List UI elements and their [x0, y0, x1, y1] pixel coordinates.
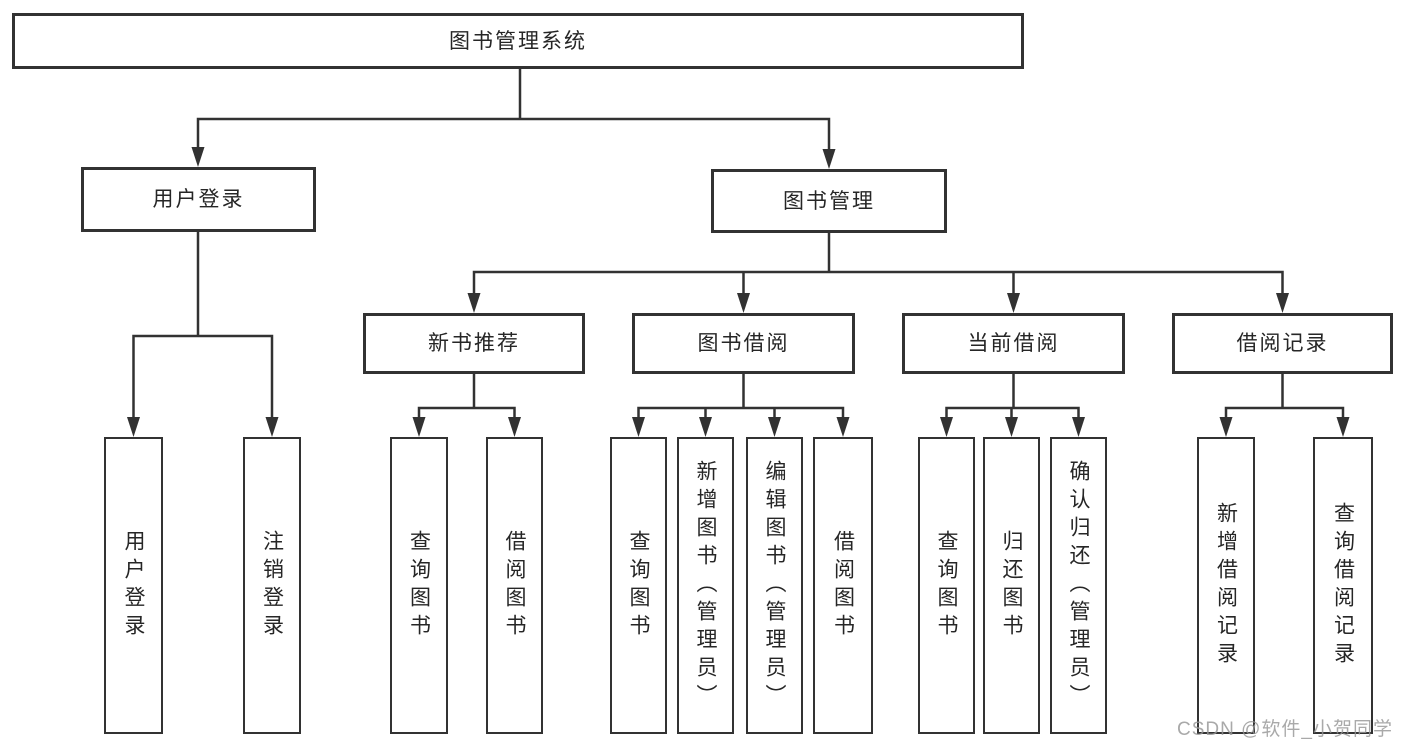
node-book-borrowing: 图书借阅: [632, 313, 855, 374]
leaf-return-books-label: 归还图书: [1000, 529, 1023, 642]
leaf-add-books-admin-label: 新增图书（管理员）: [694, 459, 717, 712]
node-new-book-recommendation-label: 新书推荐: [428, 332, 520, 355]
leaf-return-books: 归还图书: [983, 437, 1040, 734]
leaf-user-login: 用户登录: [104, 437, 163, 734]
leaf-query-books-recommend-label: 查询图书: [407, 529, 431, 642]
node-book-management-label: 图书管理: [783, 189, 875, 213]
leaf-query-borrow-record-label: 查询借阅记录: [1331, 501, 1355, 670]
leaf-borrow-books-recommend: 借阅图书: [486, 437, 543, 734]
connector-new-book-to-leaves: [417, 372, 516, 423]
leaf-query-borrow-record: 查询借阅记录: [1313, 437, 1373, 734]
csdn-watermark: CSDN @软件_小贺同学: [1177, 719, 1393, 740]
node-borrowing-records-label: 借阅记录: [1236, 332, 1329, 355]
connector-root-to-level2: [196, 67, 831, 154]
leaf-query-books-current-label: 查询图书: [935, 529, 958, 642]
node-current-borrowing: 当前借阅: [902, 313, 1125, 374]
node-root-label: 图书管理系统: [449, 29, 587, 53]
connector-book-mgmt-to-level3: [472, 231, 1284, 299]
leaf-logout: 注销登录: [243, 437, 301, 734]
connector-borrow-record-to-leaves: [1224, 372, 1345, 423]
leaf-logout-label: 注销登录: [260, 529, 284, 642]
leaf-query-books-borrowing: 查询图书: [610, 437, 667, 734]
leaf-borrow-books-recommend-label: 借阅图书: [503, 529, 526, 642]
node-book-management: 图书管理: [711, 169, 947, 233]
leaf-user-login-label: 用户登录: [122, 529, 145, 642]
connector-current-borrow-to-leaves: [945, 372, 1080, 423]
leaf-borrow-books-borrowing: 借阅图书: [813, 437, 873, 734]
node-current-borrowing-label: 当前借阅: [967, 332, 1060, 355]
arrowheads: [127, 147, 1350, 437]
leaf-edit-books-admin-label: 编辑图书（管理员）: [763, 459, 786, 712]
leaf-query-books-current: 查询图书: [918, 437, 975, 734]
leaf-query-books-recommend: 查询图书: [390, 437, 448, 734]
node-root-library-management-system: 图书管理系统: [12, 13, 1024, 69]
connector-user-login-to-leaves: [132, 230, 274, 423]
leaf-confirm-return-admin-label: 确认归还（管理员）: [1067, 459, 1090, 712]
leaf-add-borrow-record-label: 新增借阅记录: [1214, 501, 1238, 670]
leaf-add-borrow-record: 新增借阅记录: [1197, 437, 1255, 734]
node-new-book-recommendation: 新书推荐: [363, 313, 585, 374]
connector-book-borrow-to-leaves: [637, 372, 845, 423]
node-user-login: 用户登录: [81, 167, 316, 232]
leaf-query-books-borrowing-label: 查询图书: [627, 529, 650, 642]
node-borrowing-records: 借阅记录: [1172, 313, 1393, 374]
leaf-borrow-books-borrowing-label: 借阅图书: [831, 529, 855, 642]
node-book-borrowing-label: 图书借阅: [697, 332, 790, 355]
leaf-add-books-admin: 新增图书（管理员）: [677, 437, 734, 734]
leaf-edit-books-admin: 编辑图书（管理员）: [746, 437, 803, 734]
node-user-login-label: 用户登录: [152, 188, 245, 211]
leaf-confirm-return-admin: 确认归还（管理员）: [1050, 437, 1107, 734]
